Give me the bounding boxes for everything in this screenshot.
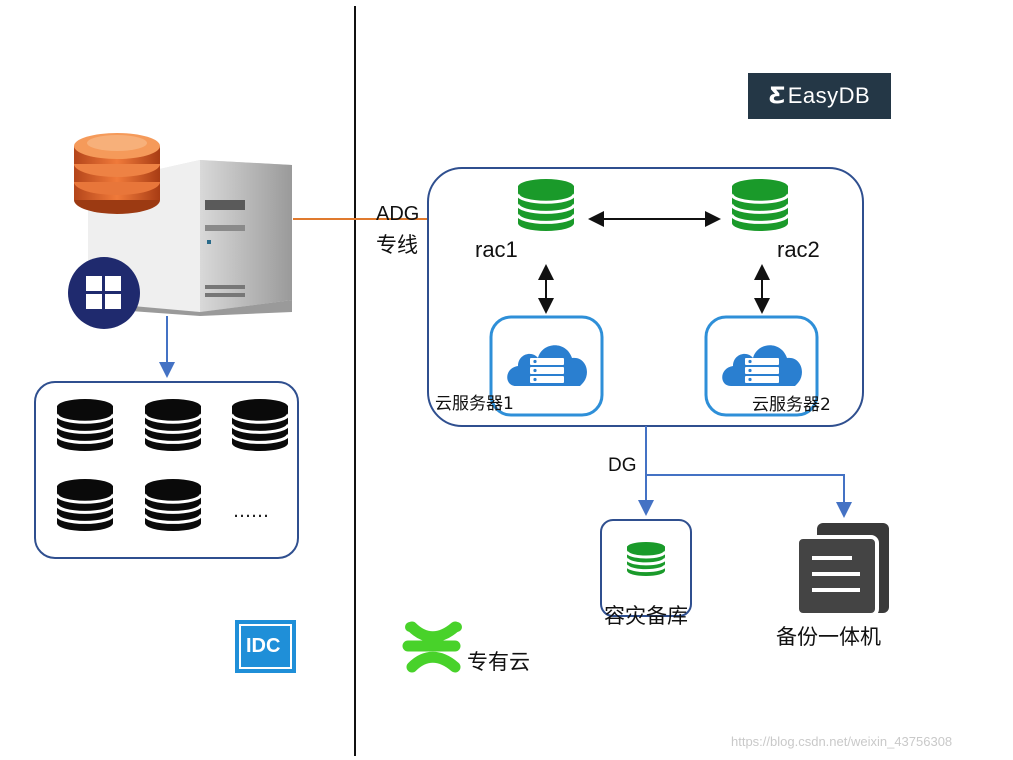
idc-label: IDC [246, 635, 281, 657]
adg-label: ADG [376, 203, 420, 225]
database-icon [625, 542, 667, 576]
windows-icon [68, 257, 140, 329]
db-cluster-more-label: …… [233, 501, 269, 522]
divider-line [354, 6, 356, 756]
database-icon [143, 399, 203, 451]
easydb-logo-text: EasyDB [787, 83, 871, 108]
rac1-label: rac1 [475, 237, 518, 262]
private-cloud-label: 专有云 [467, 650, 530, 674]
dg-label: DG [608, 455, 637, 476]
easydb-logo: Ƹ EasyDB [748, 73, 891, 119]
rac2-label: rac2 [777, 237, 820, 262]
idc-icon [235, 620, 296, 673]
cloud-server-1-label: 云服务器1 [435, 394, 514, 414]
easydb-logo-mark: Ƹ [768, 83, 786, 109]
watermark-text: https://blog.csdn.net/weixin_43756308 [731, 734, 953, 749]
database-icon [55, 399, 115, 451]
dg-link-arrows [638, 426, 852, 518]
database-icon [516, 179, 576, 231]
backup-appliance-icon [795, 523, 889, 617]
database-icon [143, 479, 203, 531]
standby-db-label: 容灾备库 [604, 604, 688, 628]
database-icon [230, 399, 290, 451]
backup-appliance-label: 备份一体机 [776, 625, 881, 649]
database-icon [55, 479, 115, 531]
database-icon [730, 179, 790, 231]
cloud-server-icon [507, 345, 587, 386]
cloud-server-2-label: 云服务器2 [752, 395, 831, 415]
cloud-server-icon [722, 345, 802, 386]
private-cloud-logo [402, 621, 462, 673]
adg-sub-label: 专线 [376, 233, 418, 257]
